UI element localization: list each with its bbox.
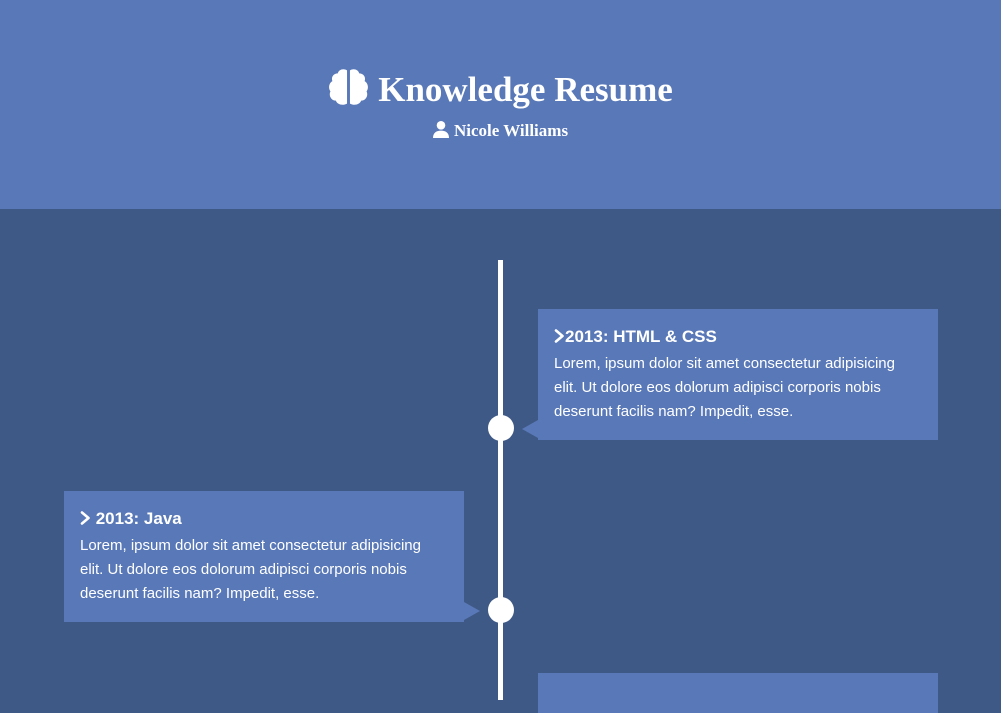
timeline-card-text: Lorem, ipsum dolor sit amet consectetur … <box>80 537 421 602</box>
timeline-card-title: 2013: HTML & CSS <box>554 324 922 350</box>
timeline-dot <box>488 415 514 441</box>
user-icon <box>432 121 449 138</box>
title-row: Knowledge Resume <box>0 68 1001 112</box>
page-header: Knowledge Resume Nicole Williams <box>0 0 1001 209</box>
author-name: Nicole Williams <box>453 121 569 140</box>
timeline-card-text: Lorem, ipsum dolor sit amet consectetur … <box>554 355 895 420</box>
timeline-dot <box>488 597 514 623</box>
timeline-card-title-text: 2013: HTML & CSS <box>565 327 717 346</box>
author-row: Nicole Williams <box>0 119 1001 143</box>
page-title: Knowledge Resume <box>378 70 673 109</box>
timeline-card-html-css: 2013: HTML & CSS Lorem, ipsum dolor sit … <box>538 309 938 440</box>
chevron-right-icon <box>80 511 90 525</box>
timeline-card-title-text: 2013: Java <box>91 509 182 528</box>
timeline-card-java: 2013: Java Lorem, ipsum dolor sit amet c… <box>64 491 464 622</box>
timeline-card-pointer <box>522 420 538 438</box>
brain-icon <box>329 69 369 105</box>
timeline-line <box>498 260 503 700</box>
timeline-card-title: 2013: Java <box>80 506 448 532</box>
chevron-right-icon <box>554 329 564 343</box>
timeline: 2013: HTML & CSS Lorem, ipsum dolor sit … <box>0 209 1001 713</box>
timeline-card-partial <box>538 673 938 713</box>
timeline-card-pointer <box>464 602 480 620</box>
